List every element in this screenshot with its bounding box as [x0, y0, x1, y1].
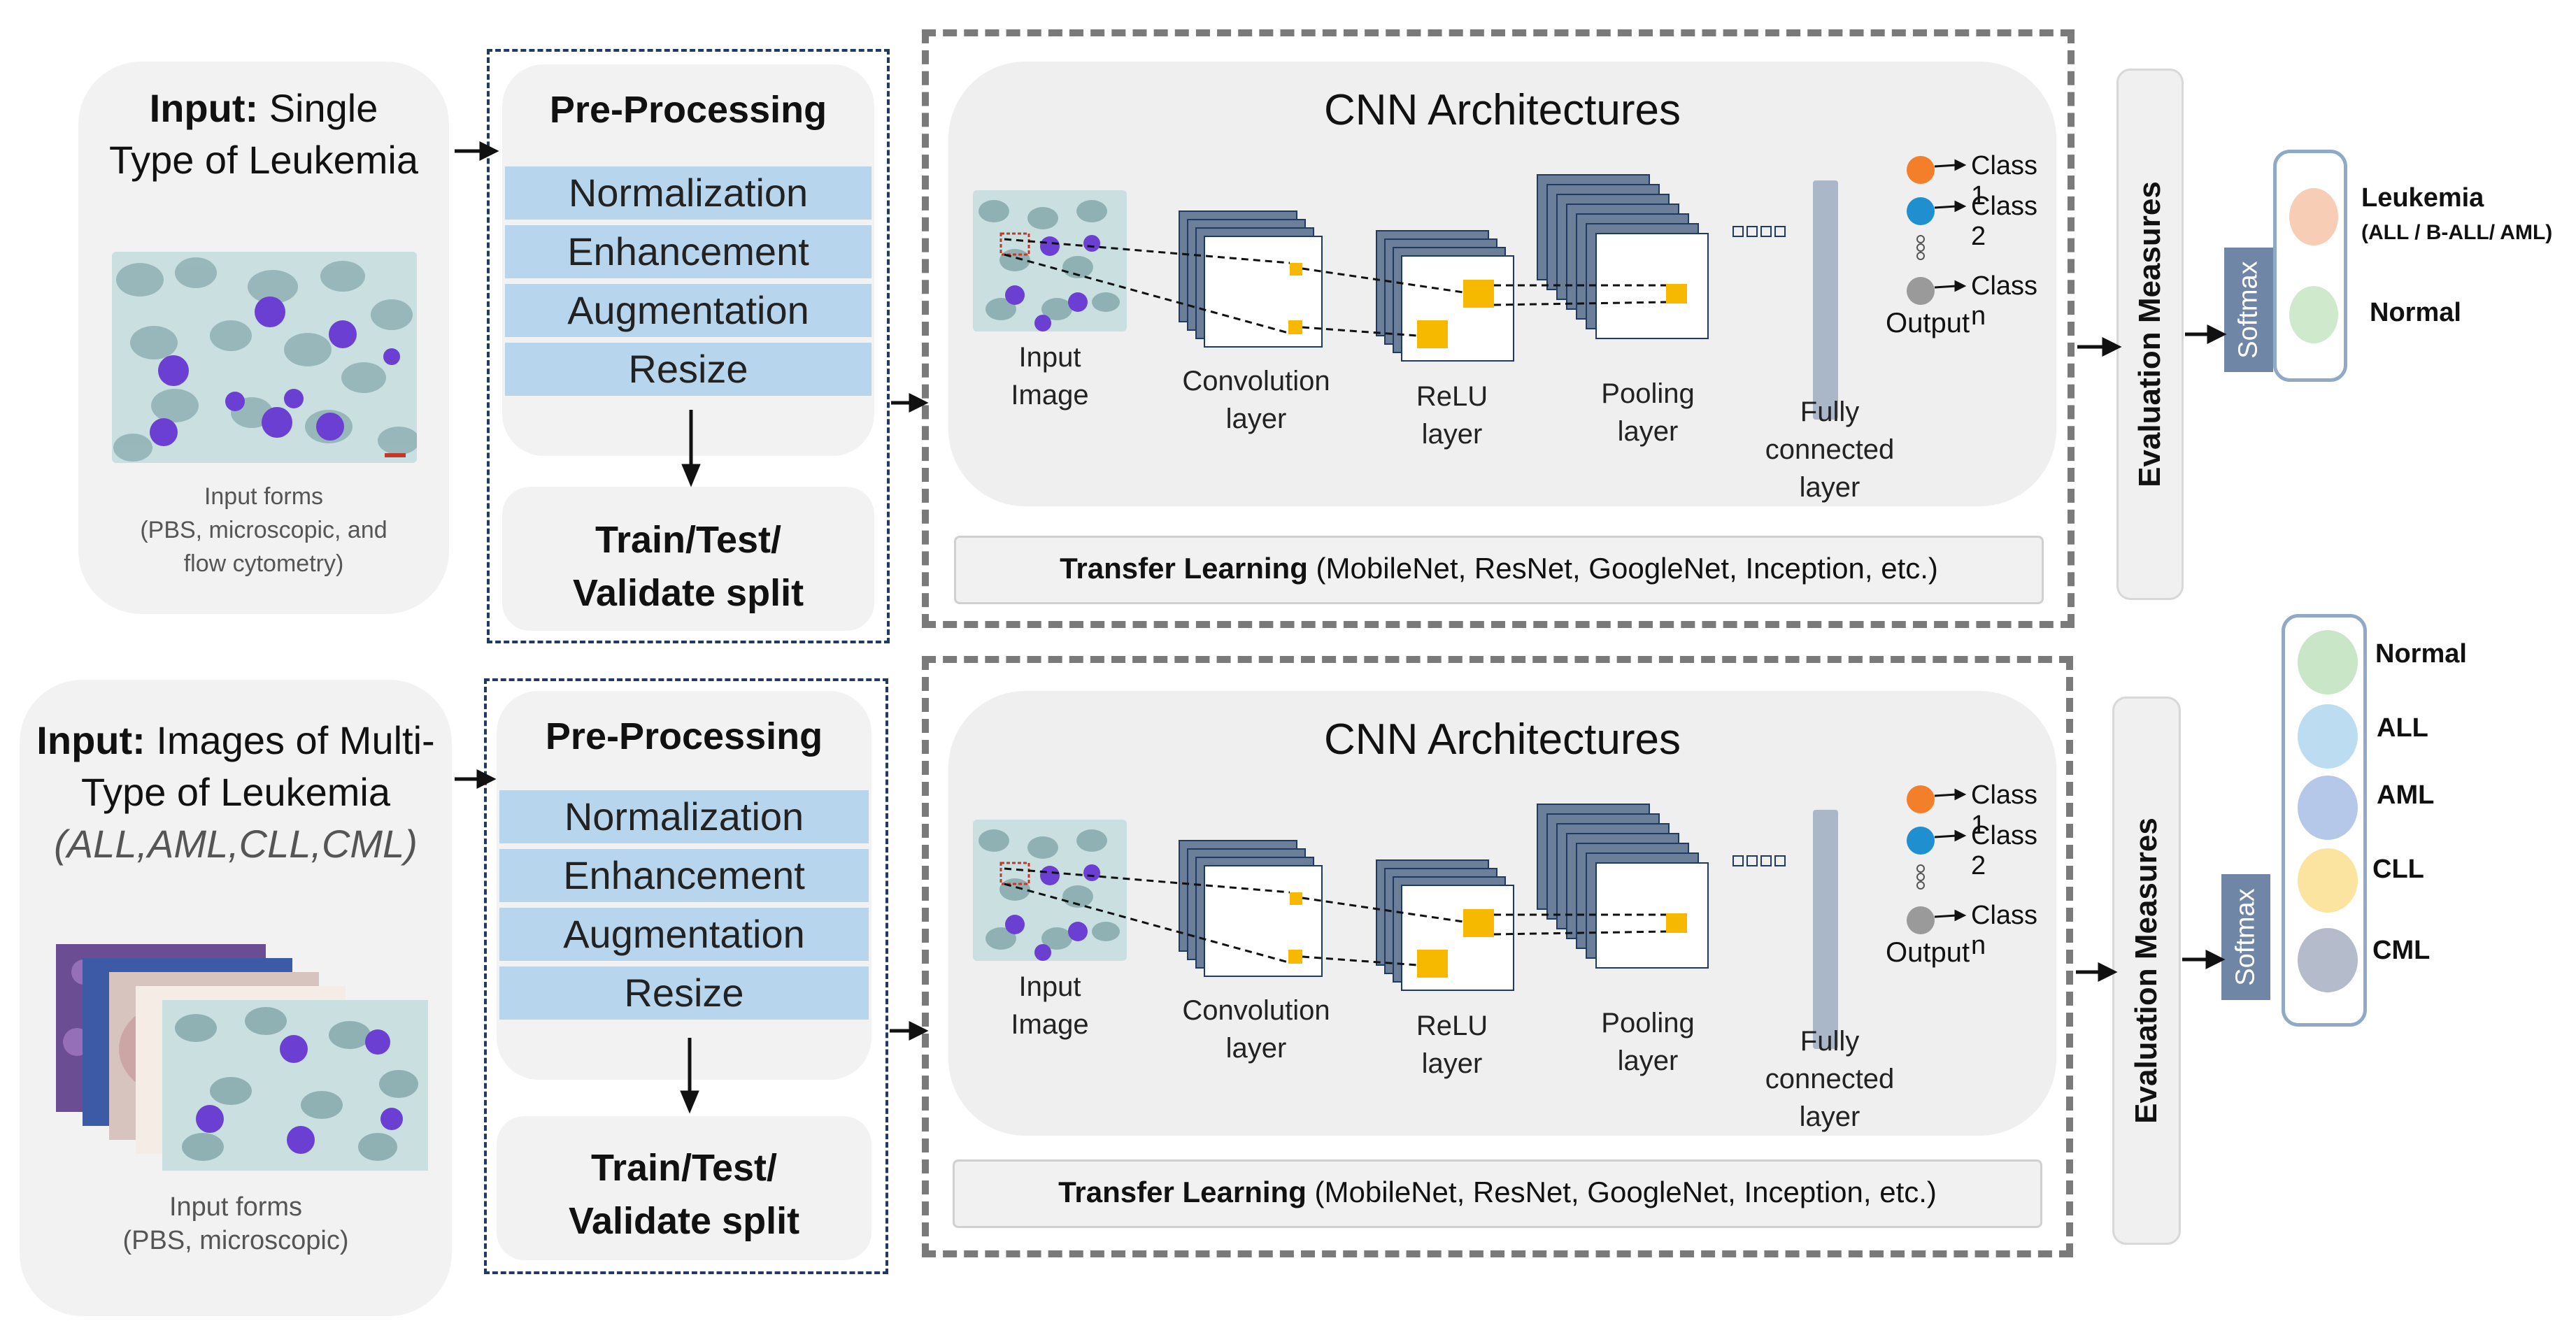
preprocessing-title: Pre-Processing: [545, 715, 823, 757]
class-1-dot: [1907, 785, 1935, 813]
split-panel: Train/Test/ Validate split: [502, 487, 874, 631]
blood-smear-image: [112, 252, 417, 463]
split-label: Train/Test/ Validate split: [568, 1147, 800, 1242]
step-resize: Resize: [505, 343, 871, 396]
step-normalization: Normalization: [499, 790, 869, 843]
input-image-label: Input Image: [1011, 342, 1089, 411]
cnn-input-image: [973, 820, 1127, 961]
preprocessing-panel: Pre-Processing Normalization Enhancement…: [497, 691, 871, 1080]
row-2: Input: Images of Multi- Type of Leukemia…: [0, 614, 2576, 1342]
class-n-dot: [1907, 906, 1935, 934]
evaluation-measures-box: Evaluation Measures: [2116, 69, 2184, 600]
leukemia-output-circle: [2289, 188, 2338, 245]
split-panel: Train/Test/ Validate split: [497, 1116, 871, 1260]
preprocessing-title: Pre-Processing: [549, 89, 827, 131]
kernel-connections: [1004, 867, 1667, 966]
kernel-connections: [1004, 238, 1667, 337]
cll-output-circle: [2298, 848, 2358, 913]
normal-output-circle: [2289, 286, 2338, 343]
normal-label: Normal: [2370, 298, 2461, 327]
relu-stack: [1376, 230, 1514, 362]
softmax-box: Softmax: [2221, 874, 2270, 1000]
transfer-learning-bar: Transfer Learning (MobileNet, ResNet, Go…: [953, 1159, 2042, 1228]
pooling-stack: [1537, 174, 1709, 339]
class-n-dot: [1907, 277, 1935, 305]
input-forms: Input forms (PBS, microscopic, and flow …: [140, 483, 387, 577]
output-label: Output: [1886, 937, 1970, 968]
cnn-panel: CNN Architectures Input Image: [948, 62, 2056, 506]
output-box: [2273, 150, 2347, 382]
preprocessing-box: Pre-Processing Normalization Enhancement…: [487, 49, 890, 643]
all-output-circle: [2298, 704, 2358, 769]
step-resize: Resize: [499, 966, 869, 1020]
pooling-label: Pooling layer: [1601, 378, 1695, 447]
input-panel: Input: Single Type of Leukemia: [78, 62, 449, 614]
aml-output-circle: [2298, 776, 2358, 840]
input-panel: Input: Images of Multi- Type of Leukemia…: [20, 680, 452, 1316]
relu-stack: [1376, 859, 1514, 991]
step-augmentation: Augmentation: [499, 908, 869, 961]
leukemia-label: Leukemia: [2361, 183, 2484, 213]
cnn-title: CNN Architectures: [1324, 86, 1681, 134]
input-title: Input: Images of Multi- Type of Leukemia…: [36, 718, 435, 866]
convolution-label: Convolution layer: [1182, 366, 1330, 434]
class-2-dot: [1907, 827, 1935, 855]
preprocessing-box: Pre-Processing Normalization Enhancement…: [484, 678, 888, 1274]
relu-label: ReLU layer: [1416, 1011, 1488, 1079]
class-1-label: Class 1: [1971, 780, 2038, 840]
class-2-label: Class 2: [1971, 821, 2038, 880]
step-enhancement: Enhancement: [499, 849, 869, 902]
output-classes: [1907, 156, 1967, 305]
convolution-stack: [1179, 840, 1323, 977]
normal-label: Normal: [2375, 639, 2467, 669]
fully-connected-bar: [1813, 180, 1838, 420]
input-forms: Input forms (PBS, microscopic): [122, 1192, 349, 1255]
cnn-input-image: [973, 190, 1127, 331]
cnn-box: CNN Architectures Input Image: [922, 29, 2075, 628]
aml-label: AML: [2377, 780, 2435, 810]
cnn-panel: CNN Architectures Input Image: [948, 691, 2056, 1136]
cml-output-circle: [2298, 928, 2358, 992]
preprocessing-panel: Pre-Processing Normalization Enhancement…: [502, 64, 874, 456]
pooling-stack: [1537, 804, 1709, 969]
cnn-box: CNN Architectures Input Image: [922, 656, 2073, 1257]
input-title: Input: Single Type of Leukemia: [108, 86, 419, 182]
cnn-layers-graphic: [1004, 785, 1967, 1049]
convolution-label: Convolution layer: [1182, 995, 1330, 1064]
stacked-smear-images: [56, 944, 434, 1182]
normal-output-circle: [2298, 630, 2358, 694]
cll-label: CLL: [2372, 855, 2424, 884]
step-augmentation: Augmentation: [505, 284, 871, 337]
row-1: Input: Single Type of Leukemia: [0, 0, 2576, 650]
fully-connected-label: Fully connected layer: [1765, 1026, 1895, 1132]
relu-label: ReLU layer: [1416, 381, 1488, 450]
class-2-label: Class 2: [1971, 192, 2038, 251]
step-enhancement: Enhancement: [505, 225, 871, 278]
step-normalization: Normalization: [505, 166, 871, 220]
convolution-stack: [1179, 210, 1323, 348]
pooling-label: Pooling layer: [1601, 1008, 1695, 1076]
fully-connected-label: Fully connected layer: [1765, 397, 1895, 503]
input-image-label: Input Image: [1011, 971, 1089, 1040]
class-1-label: Class 1: [1971, 151, 2038, 210]
class-n-label: Class n: [1971, 271, 2038, 331]
evaluation-measures-box: Evaluation Measures: [2112, 697, 2181, 1245]
transfer-learning-bar: Transfer Learning (MobileNet, ResNet, Go…: [954, 536, 2044, 604]
cml-label: CML: [2372, 936, 2431, 965]
class-2-dot: [1907, 197, 1935, 225]
class-1-dot: [1907, 156, 1935, 184]
fc-dots: [1732, 226, 1786, 237]
output-label: Output: [1886, 308, 1970, 338]
fully-connected-bar: [1813, 810, 1838, 1049]
all-label: ALL: [2377, 713, 2428, 743]
softmax-box: Softmax: [2224, 248, 2273, 372]
output-box: [2282, 614, 2367, 1027]
fc-dots: [1732, 855, 1786, 866]
cnn-layers-graphic: [1004, 156, 1967, 420]
class-n-label: Class n: [1971, 901, 2038, 960]
split-label: Train/Test/ Validate split: [572, 519, 804, 614]
cnn-title: CNN Architectures: [1324, 715, 1681, 764]
output-classes: [1907, 785, 1967, 934]
leukemia-sublabel: (ALL / B-ALL/ AML): [2361, 221, 2553, 244]
